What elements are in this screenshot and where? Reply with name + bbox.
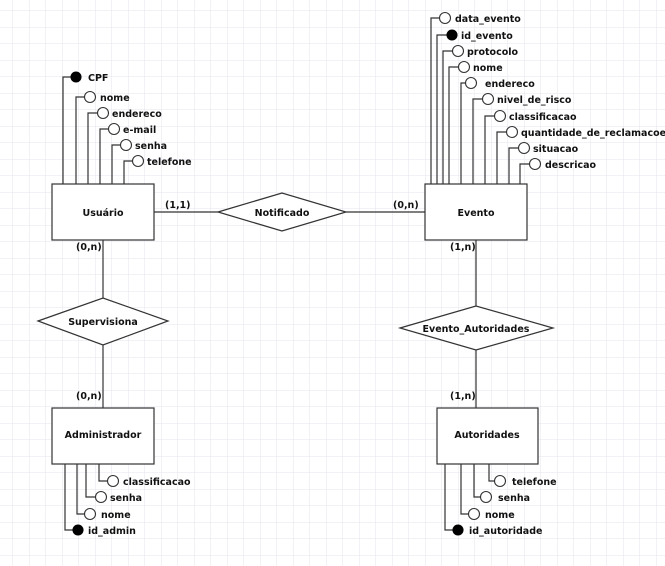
attribute-situacao: situacao	[533, 144, 579, 155]
attribute-protocolo: protocolo	[467, 47, 518, 58]
attribute-icon	[505, 125, 519, 139]
attribute-icon	[457, 60, 471, 74]
key-attribute-icon	[70, 71, 82, 83]
key-attribute-icon	[452, 524, 464, 536]
attribute-descricao: descricao	[545, 160, 597, 171]
cardinality-label: (0,n)	[76, 242, 102, 253]
relationship-label: Evento_Autoridades	[423, 324, 530, 335]
entity-usuario[interactable]: Usuário	[51, 183, 155, 241]
entity-evento[interactable]: Evento	[424, 183, 528, 241]
attribute-icon	[438, 11, 452, 25]
attribute-id-evento: id_evento	[461, 31, 513, 42]
attribute-senha: senha	[498, 493, 530, 504]
attribute-nome: nome	[101, 510, 131, 521]
entity-label: Usuário	[82, 208, 123, 219]
attribute-icon	[83, 90, 97, 104]
relationship-notificado[interactable]: Notificado	[215, 192, 349, 232]
relationship-label: Notificado	[255, 208, 310, 219]
attribute-nome: nome	[485, 510, 515, 521]
attribute-icon	[464, 76, 478, 90]
entity-label: Administrador	[65, 430, 142, 441]
attribute-icon	[493, 474, 507, 488]
attribute-telefone: telefone	[147, 157, 192, 168]
cardinality-label: (1,n)	[450, 242, 476, 253]
attribute-icon	[106, 474, 120, 488]
attribute-icon	[131, 154, 145, 168]
attribute-id-admin: id_admin	[88, 526, 136, 537]
attribute-icon	[467, 507, 481, 521]
relationship-evento-autoridades[interactable]: Evento_Autoridades	[397, 305, 556, 351]
attribute-icon	[479, 490, 493, 504]
attribute-icon	[528, 157, 542, 171]
attribute-icon	[119, 138, 133, 152]
cardinality-label: (0,n)	[76, 391, 102, 402]
attribute-icon	[94, 490, 108, 504]
entity-label: Autoridades	[454, 430, 520, 441]
autoridades-attributes: telefone senha nome id_autoridade	[444, 464, 557, 537]
attribute-icon	[517, 141, 531, 155]
attribute-icon	[493, 109, 507, 123]
evento-attributes: data_evento id_evento protocolo nome end…	[430, 11, 665, 184]
attribute-data-evento: data_evento	[455, 14, 521, 25]
attribute-icon	[107, 122, 121, 136]
entity-autoridades[interactable]: Autoridades	[436, 407, 539, 465]
administrador-attributes: classificacao senha nome id_admin	[64, 464, 191, 537]
usuario-attributes: CPF nome endereco e-mail senha telefone	[62, 71, 192, 184]
attribute-nome: nome	[100, 93, 130, 104]
connections	[102, 211, 477, 408]
entity-administrador[interactable]: Administrador	[51, 407, 155, 465]
attribute-nivel-de-risco: nivel_de_risco	[497, 95, 572, 106]
attribute-cpf: CPF	[88, 73, 108, 84]
attribute-id-autoridade: id_autoridade	[469, 526, 542, 537]
attribute-classificacao: classificacao	[509, 112, 577, 123]
attribute-senha: senha	[110, 493, 142, 504]
key-attribute-icon	[72, 524, 84, 536]
entity-label: Evento	[458, 208, 495, 219]
key-attribute-icon	[446, 29, 458, 41]
attribute-icon	[451, 44, 465, 58]
cardinality-label: (1,1)	[165, 200, 191, 211]
attribute-endereco: endereco	[112, 109, 162, 120]
attribute-quantidade-de-reclamacoes: quantidade_de_reclamacoes	[521, 128, 665, 139]
attribute-icon	[481, 92, 495, 106]
relationship-supervisiona[interactable]: Supervisiona	[36, 297, 170, 346]
attribute-classificacao: classificacao	[123, 477, 191, 488]
attribute-nome: nome	[473, 63, 503, 74]
attribute-senha: senha	[135, 141, 167, 152]
attribute-icon	[96, 106, 110, 120]
attribute-email: e-mail	[123, 125, 156, 136]
cardinality-label: (1,n)	[450, 391, 476, 402]
attribute-telefone: telefone	[512, 477, 557, 488]
attribute-endereco: endereco	[485, 79, 535, 90]
relationship-label: Supervisiona	[68, 317, 138, 328]
cardinality-label: (0,n)	[393, 200, 419, 211]
attribute-icon	[83, 507, 97, 521]
